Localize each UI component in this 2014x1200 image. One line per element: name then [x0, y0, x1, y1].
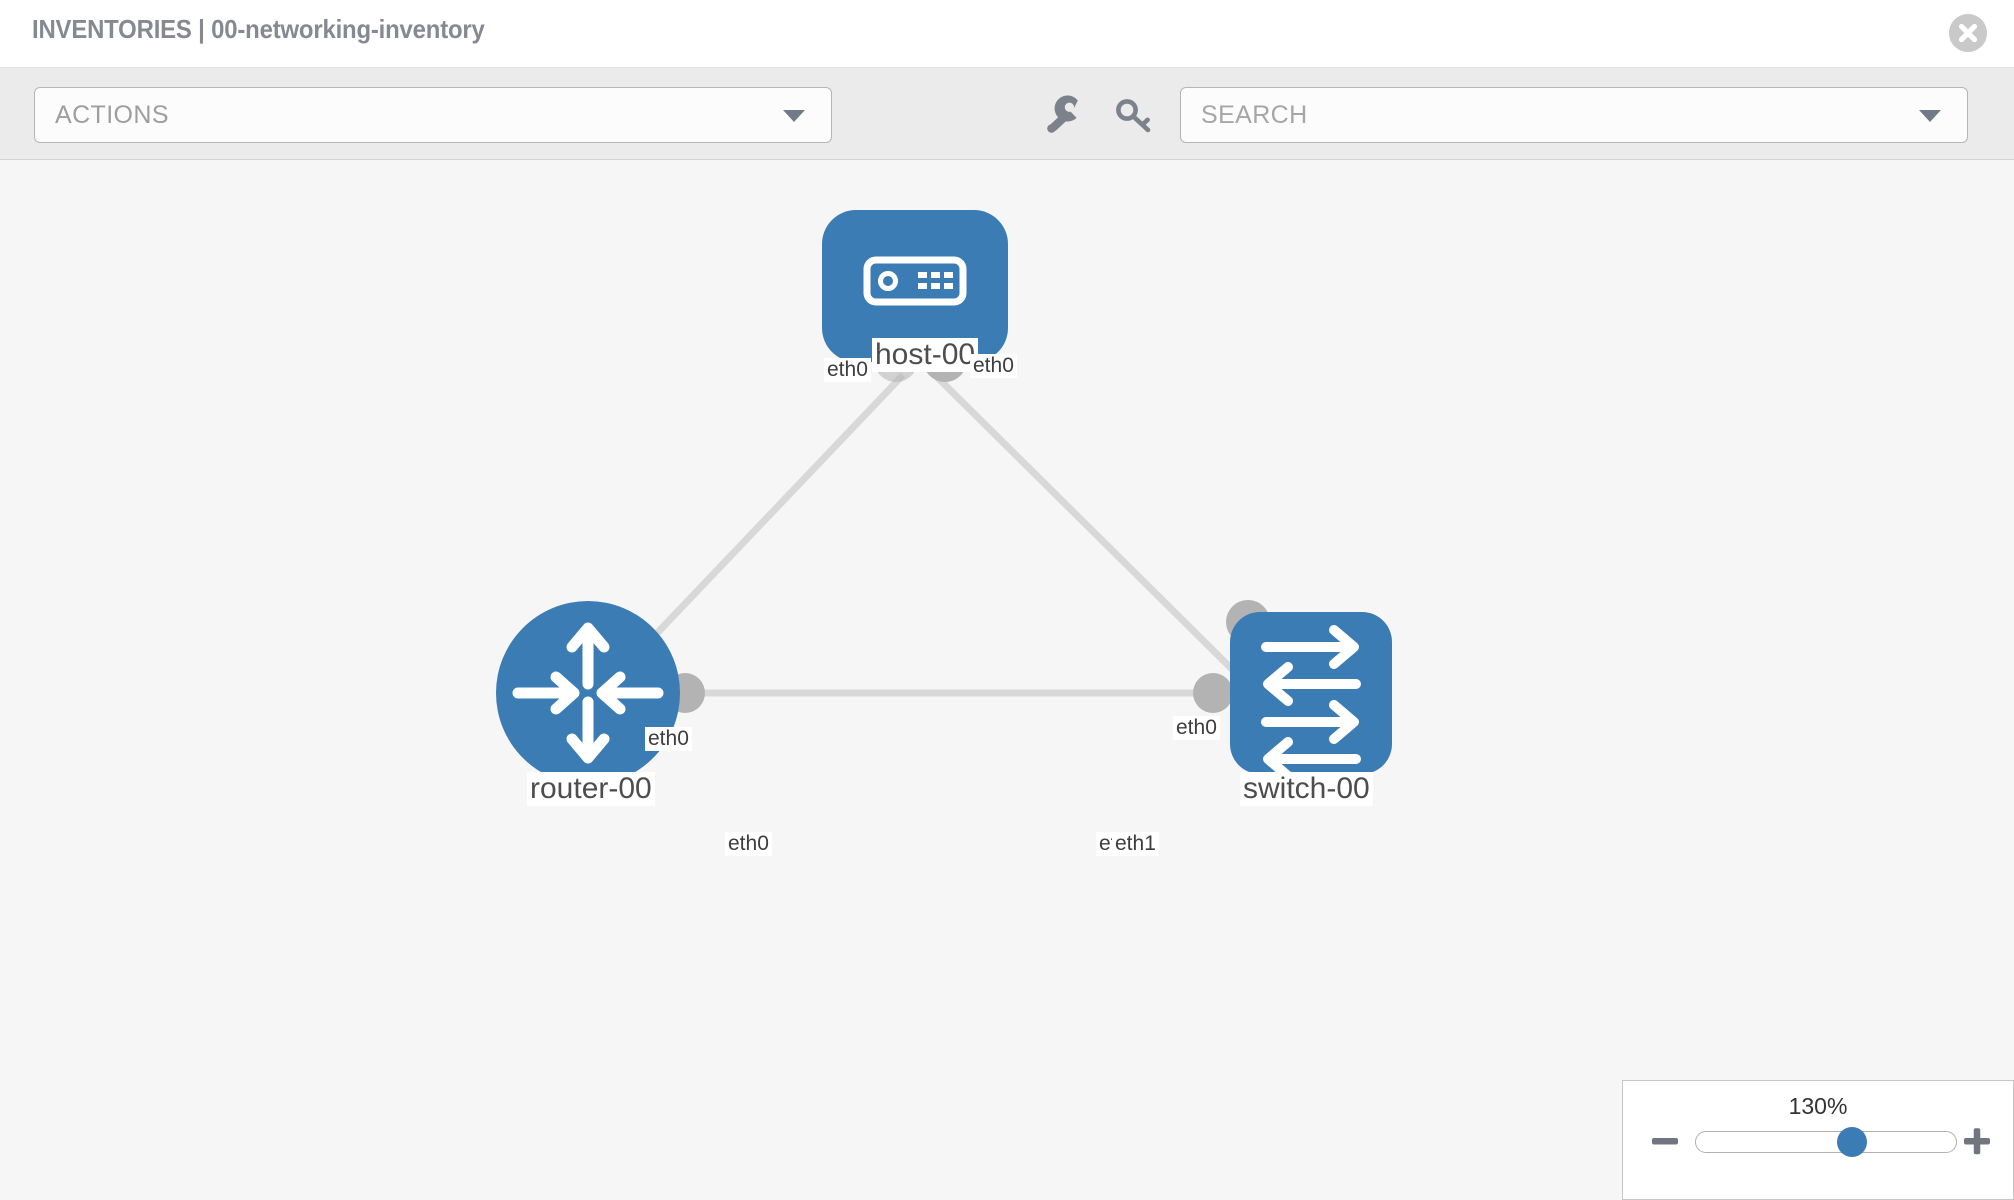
page-title: INVENTORIES | 00-networking-inventory	[32, 14, 485, 44]
search-input[interactable]: SEARCH	[1180, 87, 1968, 143]
switch-arrows-icon	[1261, 625, 1361, 781]
connector-switch-left	[1193, 673, 1233, 713]
node-label-host: host-00	[872, 338, 979, 372]
wrench-button[interactable]	[1040, 90, 1090, 140]
iface-label-host-right: eth0	[970, 354, 1017, 379]
actions-dropdown[interactable]: ACTIONS	[34, 87, 832, 143]
zoom-in-button[interactable]	[1961, 1125, 1993, 1157]
iface-label-switch-up: eth0	[1173, 716, 1220, 741]
zoom-slider-handle[interactable]	[1837, 1127, 1867, 1157]
close-icon	[1949, 14, 1987, 52]
router-arrows-icon	[512, 622, 664, 764]
node-router-00[interactable]	[496, 601, 680, 785]
page-header: INVENTORIES | 00-networking-inventory	[0, 0, 2014, 68]
minus-icon	[1652, 1138, 1678, 1145]
iface-label-router-right: eth0	[725, 832, 772, 857]
iface-label-host-left: eth0	[824, 358, 871, 383]
chevron-down-icon	[783, 110, 805, 122]
actions-dropdown-label: ACTIONS	[55, 101, 169, 129]
node-host-00[interactable]	[822, 210, 1008, 362]
zoom-out-button[interactable]	[1649, 1125, 1681, 1157]
iface-label-router-up: eth0	[645, 727, 692, 752]
node-label-switch: switch-00	[1240, 772, 1373, 806]
edge-host-switch	[932, 372, 1246, 683]
iface-label-switch-left: eth1	[1112, 832, 1159, 857]
plus-icon	[1964, 1128, 1990, 1155]
toolbar: ACTIONS SEARCH	[0, 68, 2014, 160]
server-appliance-icon	[863, 256, 967, 306]
wrench-icon	[1047, 95, 1078, 133]
zoom-percent-label: 130%	[1788, 1093, 1848, 1119]
search-placeholder: SEARCH	[1201, 101, 1308, 129]
chevron-down-icon	[1919, 110, 1941, 122]
topology-canvas[interactable]: host-00 eth0 eth0 eth0 eth0 eth0 eth0 et…	[0, 160, 2014, 1200]
topology-edges	[597, 372, 1246, 697]
node-switch-00[interactable]	[1230, 612, 1392, 781]
key-button[interactable]	[1108, 90, 1158, 140]
key-icon	[1116, 99, 1151, 133]
close-button[interactable]	[1949, 14, 1987, 52]
zoom-control: 130%	[1622, 1080, 2014, 1200]
zoom-slider-track[interactable]	[1695, 1127, 1957, 1157]
node-label-router: router-00	[527, 772, 655, 806]
topology-graph	[496, 210, 1392, 785]
